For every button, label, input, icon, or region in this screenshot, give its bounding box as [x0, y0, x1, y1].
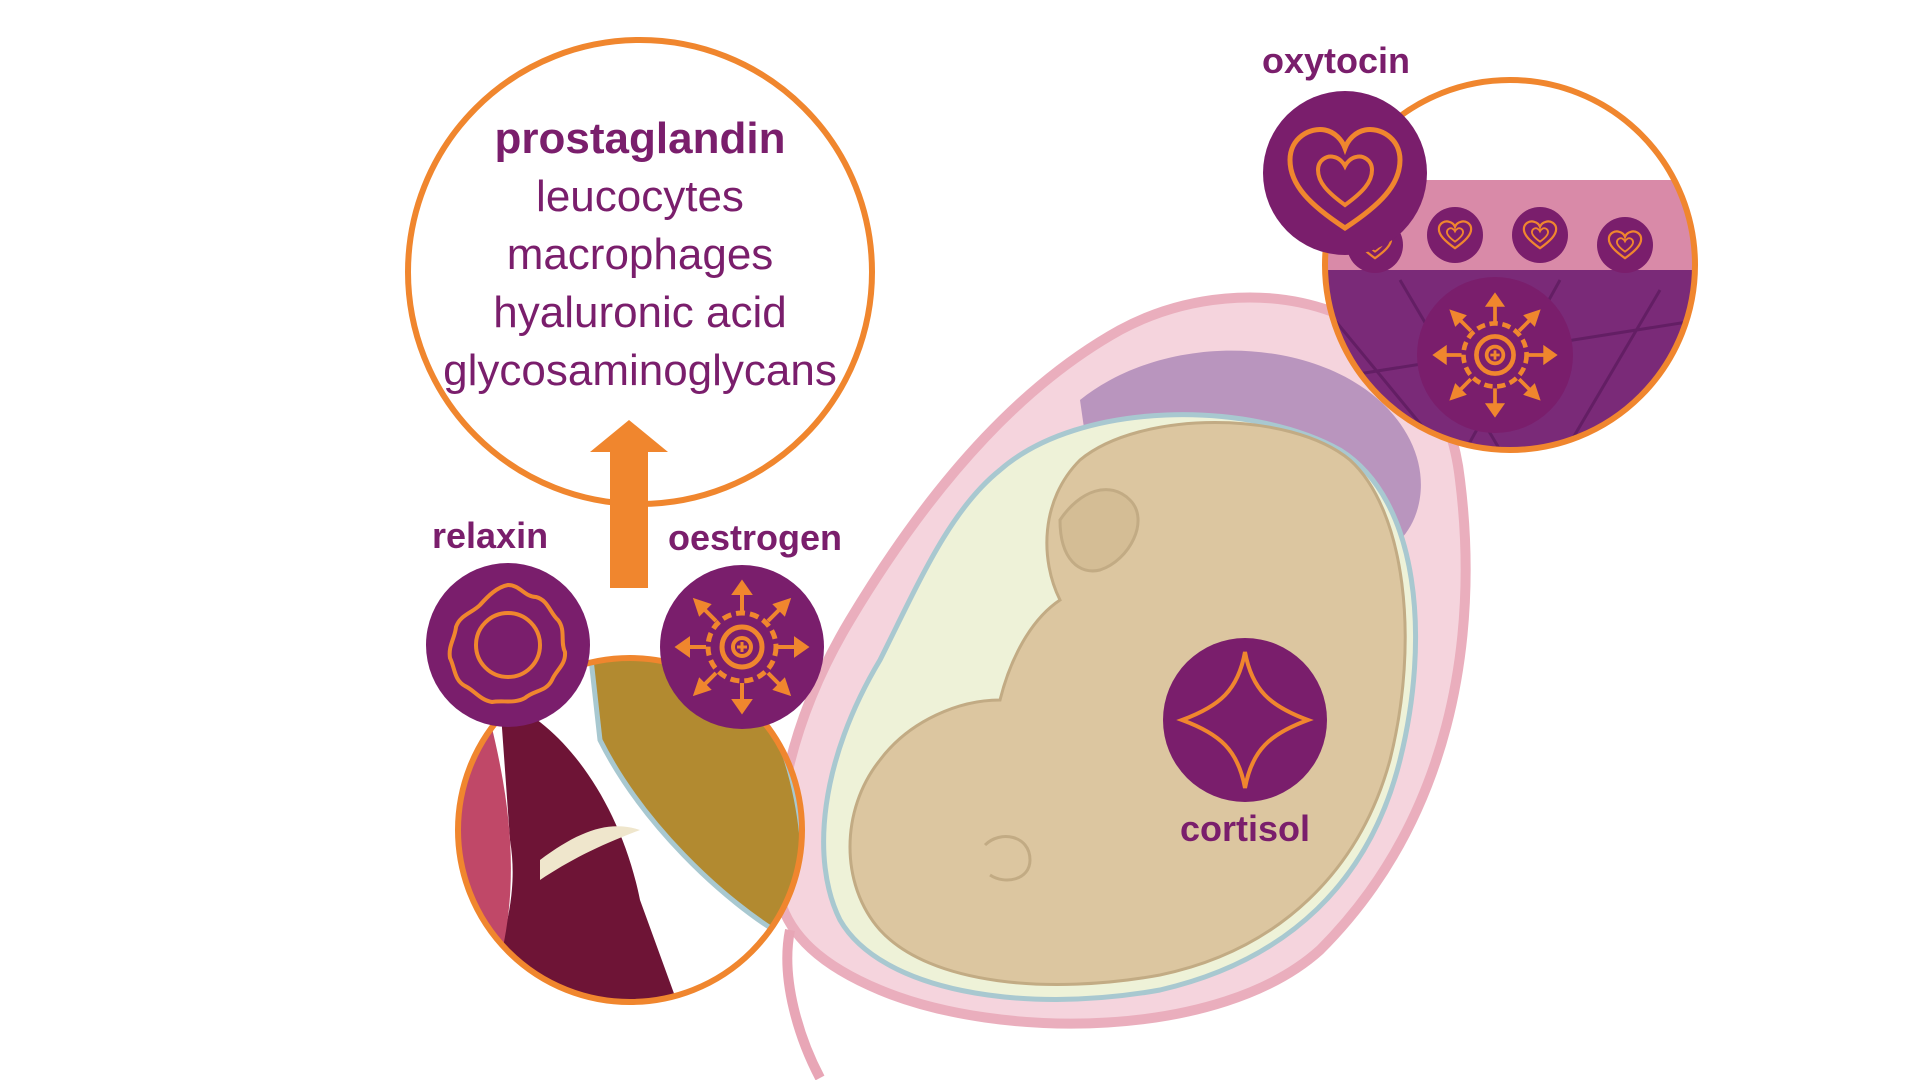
label-cortisol: cortisol: [1180, 808, 1311, 849]
label-oxytocin: oxytocin: [1262, 40, 1411, 81]
baby-hand: [1058, 488, 1140, 573]
birth-canal: [782, 929, 825, 1080]
info-item-macrophages: macrophages: [506, 230, 774, 279]
cervix-closeup: [455, 655, 805, 1005]
baby-ear: [983, 835, 1032, 882]
info-title: prostaglandin: [494, 114, 786, 163]
info-list: prostaglandin leucocytes macrophages hya…: [410, 110, 870, 400]
label-oestrogen: oestrogen: [668, 517, 843, 558]
uterus-illustration: [772, 292, 1471, 1080]
double-heart-icon: [1263, 91, 1427, 255]
baby: [848, 421, 1407, 986]
flower-ring-icon: [426, 563, 590, 727]
receptor-row: [1347, 207, 1653, 273]
up-arrow-icon: [590, 420, 668, 588]
cervical-gap: [540, 826, 640, 880]
radiating-target-icon: [660, 565, 824, 729]
info-item-glycosaminoglycans: glycosaminoglycans: [443, 346, 837, 395]
info-item-hyaluronic-acid: hyaluronic acid: [493, 288, 787, 337]
label-relaxin: relaxin: [432, 515, 549, 556]
four-point-star-icon: [1163, 638, 1327, 802]
myometrium-receptor-icon: [1417, 277, 1573, 433]
info-item-leucocytes: leucocytes: [536, 172, 744, 221]
